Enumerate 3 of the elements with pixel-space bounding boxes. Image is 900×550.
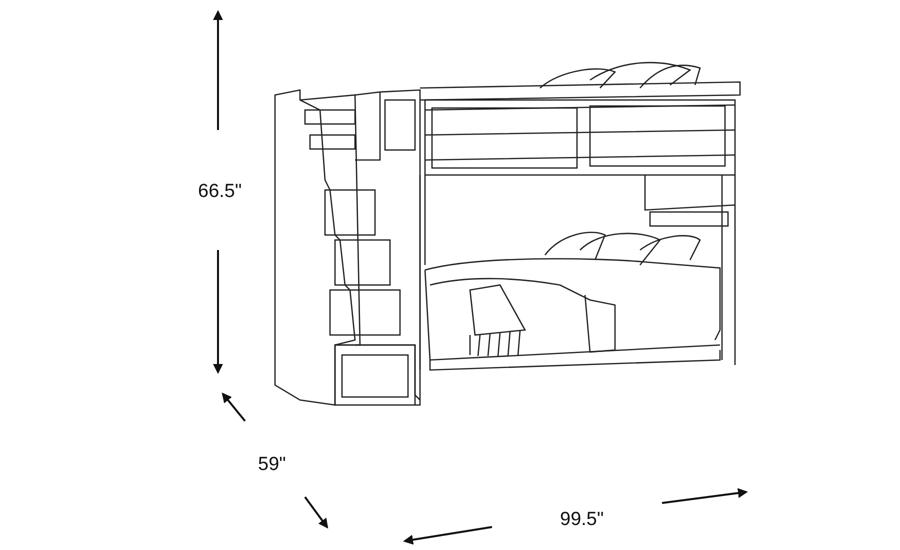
dimension-label: 66.5" <box>198 180 242 204</box>
dimension-label: 59" <box>258 453 286 477</box>
dimension-label: 99.5" <box>560 508 604 532</box>
